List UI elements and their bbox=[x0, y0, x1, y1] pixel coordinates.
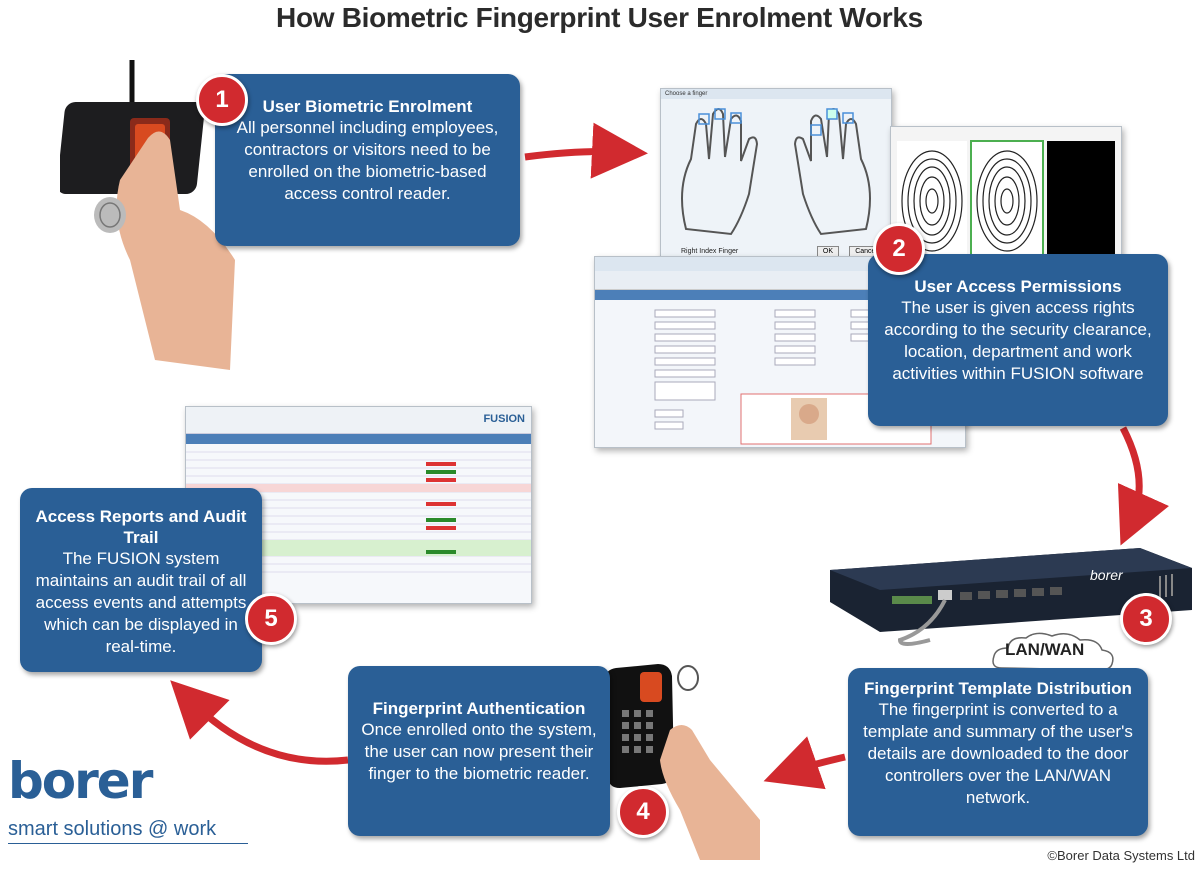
finger-selection-screenshot: Choose a finger Right Index Finger OK Ca… bbox=[660, 88, 892, 262]
step-5-body: The FUSION system maintains an audit tra… bbox=[35, 549, 247, 656]
step-1-badge: 1 bbox=[196, 74, 248, 126]
copyright: ©Borer Data Systems Ltd bbox=[1047, 848, 1195, 863]
door-controller-device bbox=[830, 548, 1192, 646]
fingerprint-reader-illustration bbox=[60, 60, 235, 370]
step-1-heading: User Biometric Enrolment bbox=[262, 97, 473, 116]
step-3-box: Fingerprint Template Distribution The fi… bbox=[848, 668, 1148, 836]
page-title: How Biometric Fingerprint User Enrolment… bbox=[276, 2, 923, 33]
lan-wan-label: LAN/WAN bbox=[1005, 640, 1085, 659]
finger-dialog-title: Choose a finger bbox=[661, 89, 891, 99]
step-2-heading: User Access Permissions bbox=[914, 277, 1122, 296]
arrow-3-to-4 bbox=[763, 736, 846, 790]
step-3-badge: 3 bbox=[1120, 593, 1172, 645]
step-4-heading: Fingerprint Authentication bbox=[372, 699, 586, 718]
step-4-badge: 4 bbox=[617, 786, 669, 838]
step-1-body: All personnel including employees, contr… bbox=[236, 118, 499, 203]
access-report-screenshot: FUSION bbox=[185, 406, 532, 604]
logo-underline bbox=[8, 843, 248, 844]
arrow-1-to-2 bbox=[524, 122, 648, 179]
device-brand: borer bbox=[1090, 567, 1123, 583]
step-1-box: User Biometric Enrolment All personnel i… bbox=[215, 74, 520, 246]
finger-label: Right Index Finger bbox=[681, 248, 739, 255]
arrow-4-to-5 bbox=[170, 680, 349, 765]
fingerprint-images bbox=[897, 140, 1115, 262]
step-5-badge: 5 bbox=[245, 593, 297, 645]
step-3-body: The fingerprint is converted to a templa… bbox=[863, 700, 1133, 807]
step-5-heading: Access Reports and Audit Trail bbox=[35, 507, 247, 547]
hands-graphic bbox=[681, 108, 871, 236]
fingerprint-scan-screenshot bbox=[890, 126, 1122, 268]
borer-logo: borer bbox=[8, 752, 153, 810]
lan-wan-cloud bbox=[992, 632, 1114, 671]
step-2-box: User Access Permissions The user is give… bbox=[868, 254, 1168, 426]
step-2-body: The user is given access rights accordin… bbox=[884, 298, 1152, 383]
step-2-badge: 2 bbox=[873, 223, 925, 275]
step-5-box: Access Reports and Audit Trail The FUSIO… bbox=[20, 488, 262, 672]
fusion-logo-text: FUSION bbox=[483, 413, 525, 425]
logo-tagline: smart solutions @ work bbox=[8, 818, 217, 840]
arrow-2-to-3 bbox=[1117, 426, 1170, 546]
step-4-box: Fingerprint Authentication Once enrolled… bbox=[348, 666, 610, 836]
keypad-reader-illustration bbox=[605, 664, 760, 860]
step-3-heading: Fingerprint Template Distribution bbox=[864, 679, 1132, 698]
step-4-body: Once enrolled onto the system, the user … bbox=[361, 720, 597, 783]
